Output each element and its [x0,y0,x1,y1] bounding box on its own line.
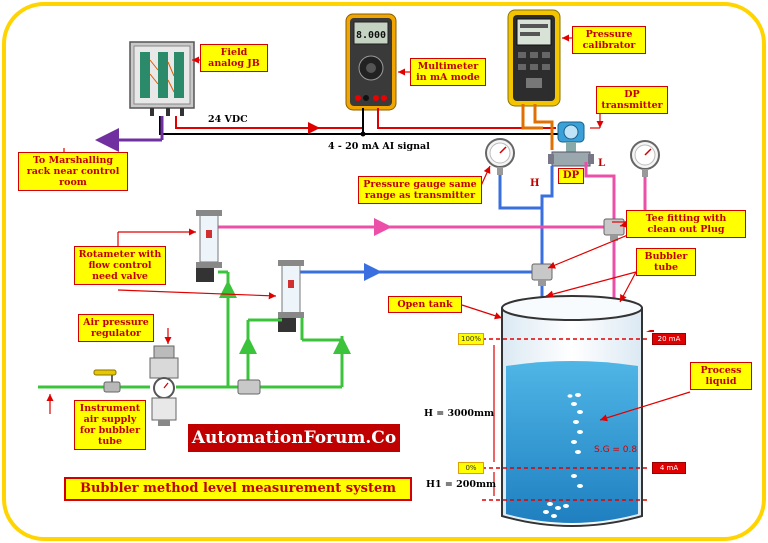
h-height-label: H = 3000mm [424,408,495,419]
ball-valve [93,369,121,393]
field-junction-box [129,41,195,116]
high-side-label: H [530,178,540,189]
ma20-tag: 20 mA [652,333,686,345]
rotameter-1 [196,210,222,282]
ai-signal-label: 4 - 20 mA AI signal [328,141,430,152]
callout-bubbler-tube: Bubbler tube [636,248,696,276]
callout-calibrator: Pressure calibrator [572,26,646,54]
tee-fitting-high [531,263,553,286]
multimeter-display: 8.000 [356,30,386,41]
callout-dp-transmitter: DP transmitter [596,86,668,114]
rotameter-2 [278,260,304,332]
pressure-gauge-low [630,140,660,177]
callout-open-tank: Open tank [388,296,462,313]
air-tee-fitting [237,379,261,395]
callout-air-regulator: Air pressure regulator [78,314,154,342]
dp-label: DP [558,168,584,184]
callout-leaders [46,34,691,422]
signal-wiring [95,104,572,152]
pressure-calibrator [507,9,561,107]
ma4-tag: 4 mA [652,462,686,474]
supply-voltage-label: 24 VDC [208,114,248,125]
callout-pressure-gauge: Pressure gauge same range as transmitter [358,176,482,204]
callout-field-jb: Field analog JB [200,44,268,72]
diagram-title: Bubbler method level measurement system [64,477,412,501]
callout-process-liquid: Process liquid [690,362,752,390]
h1-height-label: H1 = 200mm [426,479,497,490]
callout-instrument-air: Instrument air supply for bubbler tube [74,400,146,450]
air-supply-line [38,270,351,389]
ma20-pointer [646,330,654,332]
dp-transmitter [548,121,594,167]
open-tank [501,295,643,527]
level-0-tag: 0% [458,462,484,474]
callout-multimeter: Multimeter in mA mode [410,58,486,86]
pressure-gauge-high [485,138,515,175]
callout-tee-fitting: Tee fitting with clean out Plug [626,210,746,238]
multimeter: 8.000 [345,13,397,111]
callout-marshalling: To Marshalling rack near control room [18,152,128,191]
specific-gravity-label: S.G = 0.8 [594,445,638,455]
level-100-tag: 100% [458,333,484,345]
air-pressure-regulator [149,345,179,426]
callout-rotameter: Rotameter with flow control need valve [74,246,166,285]
brand-banner: AutomationForum.Co [188,424,400,452]
bubbles [543,393,583,518]
low-side-label: L [598,158,606,169]
